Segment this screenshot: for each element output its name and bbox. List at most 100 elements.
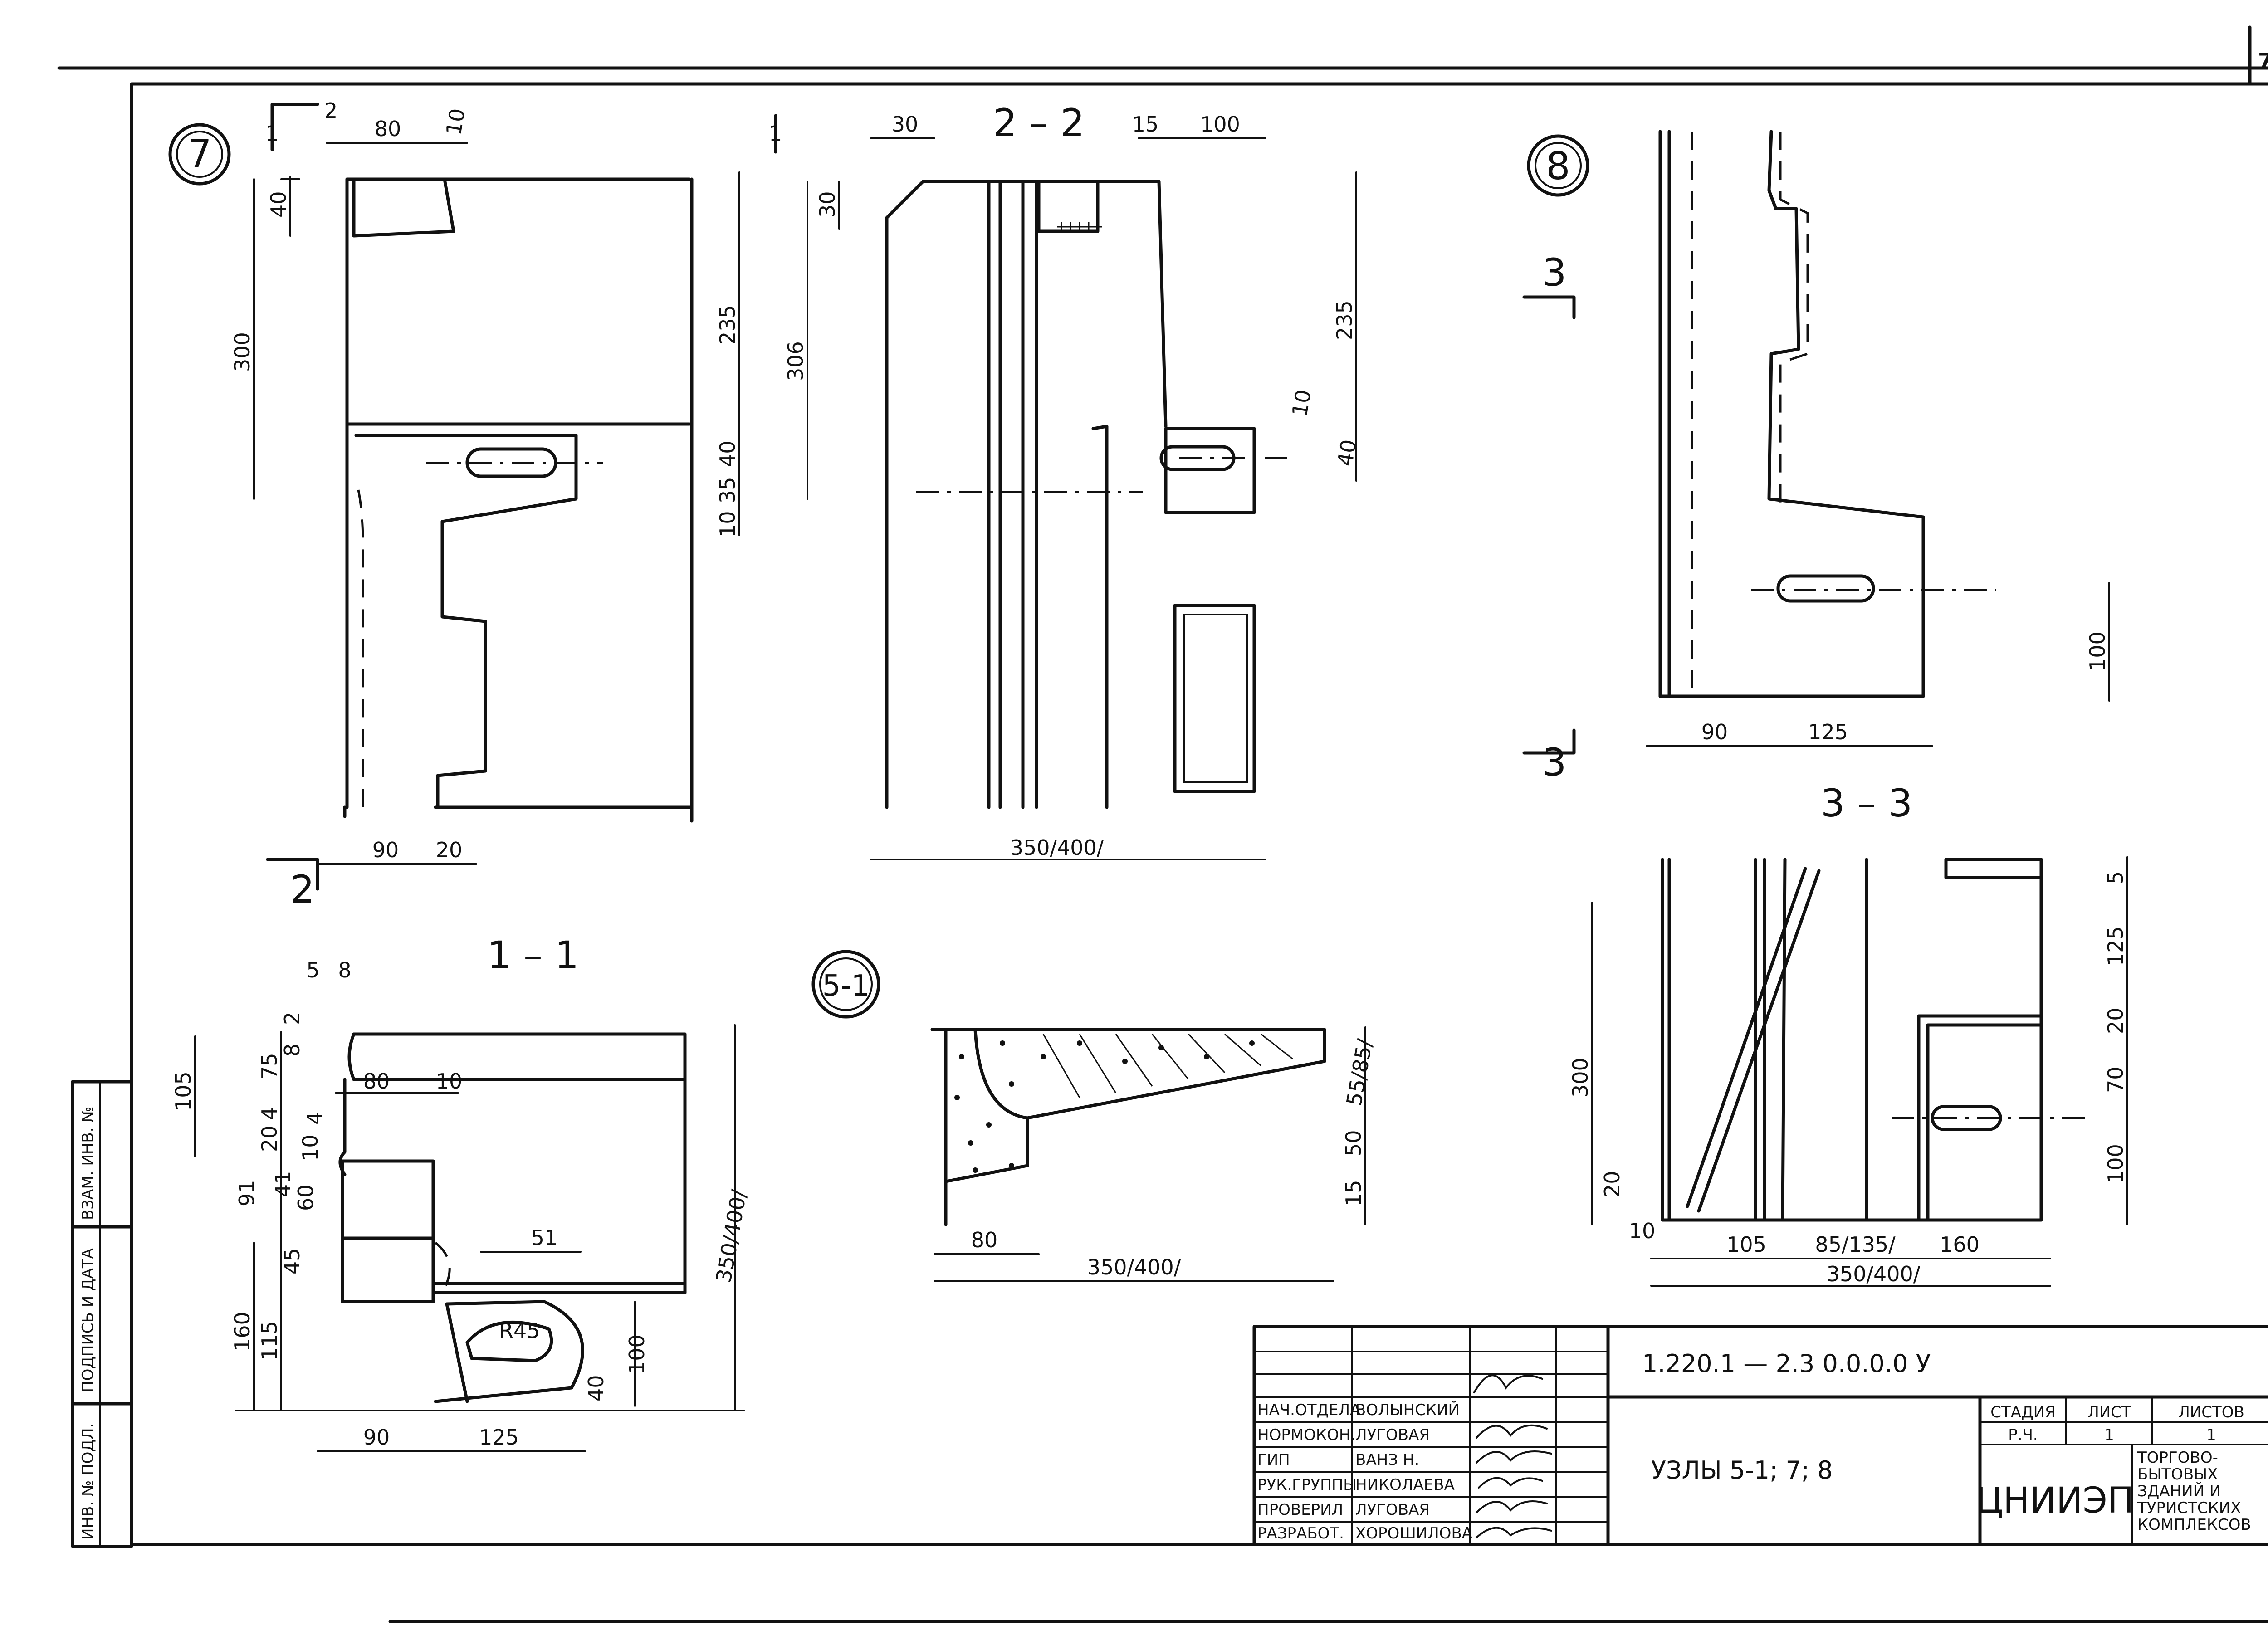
s33-dim-20: 20 — [2103, 1007, 2128, 1034]
org-desc-4: КОМПЛЕКСОВ — [2137, 1516, 2251, 1534]
node7-dim-80: 80 — [375, 117, 401, 141]
role-5: РАЗРАБОТ. — [1257, 1524, 1344, 1543]
s11-dim-75: 75 — [257, 1053, 282, 1079]
s11-dim-20: 20 — [257, 1125, 282, 1152]
cut-3-top: 3 — [1542, 250, 1566, 295]
s11-dim-115: 115 — [257, 1321, 282, 1361]
org-desc-3: ТУРИСТСКИХ — [2137, 1499, 2241, 1517]
signatures — [1473, 1374, 1552, 1538]
s11-dim-90: 90 — [363, 1425, 390, 1450]
s33-dim-100: 100 — [2103, 1144, 2128, 1184]
section-2-2-title: 2 – 2 — [993, 101, 1085, 145]
s11-dim-160: 160 — [230, 1312, 254, 1352]
n51-dim-55-85: 55/85/ — [1342, 1037, 1378, 1108]
cut-2-bottom: 2 — [290, 867, 314, 912]
s33-dim-5: 5 — [2103, 871, 2128, 884]
s33-dim-350-400: 350/400/ — [1827, 1262, 1921, 1286]
s33-dim-160: 160 — [1940, 1232, 1980, 1257]
s11-dim-R45: R45 — [499, 1318, 540, 1343]
s22-dim-30b: 30 — [815, 191, 840, 218]
s11-dim-8-top: 8 — [338, 958, 351, 982]
node7-dim-35: 35 — [715, 477, 740, 503]
node7-dim-300: 300 — [230, 332, 254, 372]
s22-dim-235: 235 — [1332, 300, 1357, 340]
node7-dim-235: 235 — [715, 305, 740, 345]
s22-dim-15: 15 — [1132, 112, 1159, 137]
name-2: ВАНЗ Н. — [1355, 1451, 1419, 1469]
org-desc-1: БЫТОВЫХ — [2137, 1465, 2218, 1484]
role-1: НОРМОКОН. — [1257, 1426, 1355, 1444]
s11-dim-10: 10 — [298, 1134, 323, 1161]
concrete-fill — [954, 1040, 1255, 1173]
sheets-label: ЛИСТОВ — [2178, 1403, 2244, 1421]
section-3-3-title: 3 – 3 — [1821, 781, 1912, 825]
title-block-code: 1.220.1 — 2.3 0.0.0.0 У — [1642, 1349, 1931, 1378]
s11-dim-5: 5 — [306, 958, 319, 982]
s33-dim-125: 125 — [2103, 926, 2128, 966]
s22-dim-350-400: 350/400/ — [1010, 835, 1104, 860]
section-2-2-view: 2 – 2 30 15 100 30 306 235 10 40 350/400… — [783, 101, 1361, 860]
node7-dim-20: 20 — [436, 838, 463, 862]
n51-dim-15: 15 — [1341, 1180, 1366, 1206]
s11-dim-45: 45 — [280, 1248, 304, 1274]
node-8-view: 8 3 3 100 90 125 — [1522, 130, 2110, 785]
name-5: ХОРОШИЛОВА — [1355, 1524, 1472, 1543]
node8-dim-125: 125 — [1808, 720, 1848, 744]
n51-dim-50: 50 — [1341, 1130, 1366, 1157]
s33-dim-105: 105 — [1726, 1232, 1766, 1257]
stage-label: СТАДИЯ — [1990, 1403, 2055, 1421]
section-3-3-view: 3 – 3 5 125 20 70 100 300 20 10 105 85/1… — [1568, 781, 2128, 1287]
side-stamp: ИНВ. № ПОДЛ. ПОДПИСЬ И ДАТА ВЗАМ. ИНВ. № — [71, 1080, 133, 1548]
s33-dim-20b: 20 — [1600, 1171, 1624, 1197]
section-1-1-view: 1 – 1 R45 105 75 8 2 4 20 4 10 91 41 60 … — [171, 933, 752, 1452]
s33-dim-70: 70 — [2103, 1066, 2128, 1093]
section-1-1-title: 1 – 1 — [487, 933, 579, 977]
node-7-view: 7 1 1 2 2 80 10 40 300 235 40 35 1 — [168, 98, 782, 912]
s22-dim-100: 100 — [1200, 112, 1240, 137]
role-3: РУК.ГРУППЫ — [1257, 1476, 1357, 1494]
node7-dim-10b: 10 — [715, 511, 740, 537]
name-1: ЛУГОВАЯ — [1355, 1426, 1430, 1444]
org-name: ЦНИИЭП — [1975, 1480, 2134, 1521]
s33-dim-85-135: 85/135/ — [1815, 1232, 1896, 1257]
node8-dim-100: 100 — [2085, 631, 2110, 671]
role-0: НАЧ.ОТДЕЛА — [1257, 1401, 1360, 1419]
s11-dim-40: 40 — [584, 1375, 608, 1401]
org-desc-2: ЗДАНИЙ И — [2137, 1482, 2221, 1500]
cut-3-bottom: 3 — [1542, 740, 1566, 785]
sheet-number: 70 — [2258, 49, 2268, 73]
node7-dim-40: 40 — [266, 191, 291, 218]
s11-dim-91: 91 — [235, 1180, 259, 1206]
s22-dim-306: 306 — [783, 341, 808, 381]
side-stamp-replace: ВЗАМ. ИНВ. № — [79, 1106, 97, 1220]
s11-dim-10-top: 10 — [436, 1069, 463, 1093]
node-5-1-view: 5-1 55/85/ 50 15 80 350/400/ — [811, 950, 1378, 1282]
sheet-frame — [57, 25, 2268, 1623]
s33-dim-300: 300 — [1568, 1058, 1593, 1098]
s33-dim-10: 10 — [1629, 1219, 1656, 1243]
s11-dim-41: 41 — [271, 1171, 295, 1197]
n51-dim-350-400: 350/400/ — [1087, 1255, 1181, 1279]
s11-dim-350-400: 350/400/ — [711, 1188, 752, 1284]
role-4: ПРОВЕРИЛ — [1257, 1501, 1343, 1519]
sheets-value: 1 — [2206, 1426, 2216, 1444]
sheet-label: ЛИСТ — [2087, 1403, 2131, 1421]
name-0: ВОЛЫНСКИЙ — [1355, 1401, 1460, 1419]
node-7-marker: 7 — [187, 132, 211, 176]
node-5-1-marker: 5-1 — [822, 969, 870, 1003]
title-block-title: УЗЛЫ 5-1; 7; 8 — [1651, 1456, 1833, 1484]
n51-dim-80: 80 — [971, 1228, 998, 1252]
node7-dim-40b: 40 — [715, 440, 740, 467]
side-stamp-sign: ПОДПИСЬ И ДАТА — [79, 1248, 97, 1392]
role-2: ГИП — [1257, 1451, 1290, 1469]
cut-2-top: 2 — [324, 98, 337, 123]
s11-dim-105: 105 — [171, 1071, 196, 1111]
title-block: 1.220.1 — 2.3 0.0.0.0 У УЗЛЫ 5-1; 7; 8 Н… — [1252, 1325, 2268, 1546]
s11-dim-100: 100 — [625, 1334, 649, 1374]
org-desc-0: ТОРГОВО- — [2137, 1449, 2218, 1467]
s11-dim-4: 4 — [257, 1107, 282, 1120]
s11-dim-60: 60 — [293, 1184, 318, 1211]
s11-dim-8: 8 — [280, 1044, 304, 1057]
s22-dim-40: 40 — [1333, 438, 1361, 468]
